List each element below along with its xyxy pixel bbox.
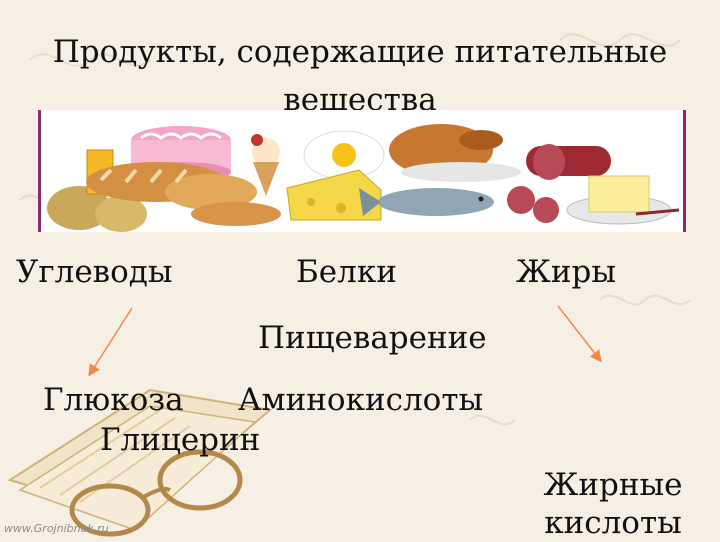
chicken-image — [389, 124, 521, 182]
butter-image — [566, 175, 680, 225]
label-carbohydrates: Углеводы — [16, 254, 173, 290]
food-illustration — [38, 110, 686, 232]
notebook-glasses-image — [7, 388, 273, 537]
potato-image — [47, 186, 111, 230]
egg-image — [303, 130, 385, 180]
watermark: www.Grojnibnok.ru — [4, 522, 109, 535]
title-line-1: Продукты, содержащие питательные — [52, 34, 668, 70]
bread-image — [86, 162, 281, 226]
fish-image — [359, 188, 494, 216]
label-proteins: Белки — [296, 254, 397, 290]
label-glucose: Глюкоза — [43, 382, 184, 418]
label-glycerin: Глицерин — [100, 422, 261, 458]
label-digestion: Пищеварение — [258, 320, 487, 356]
food-picture — [47, 124, 680, 232]
sausage-image — [507, 144, 611, 223]
label-fats: Жиры — [516, 254, 617, 290]
label-amino-acids: Аминокислоты — [238, 382, 484, 418]
ice-cream-image — [251, 134, 280, 196]
label-fatty-acids: Жирные кислоты — [543, 467, 683, 541]
